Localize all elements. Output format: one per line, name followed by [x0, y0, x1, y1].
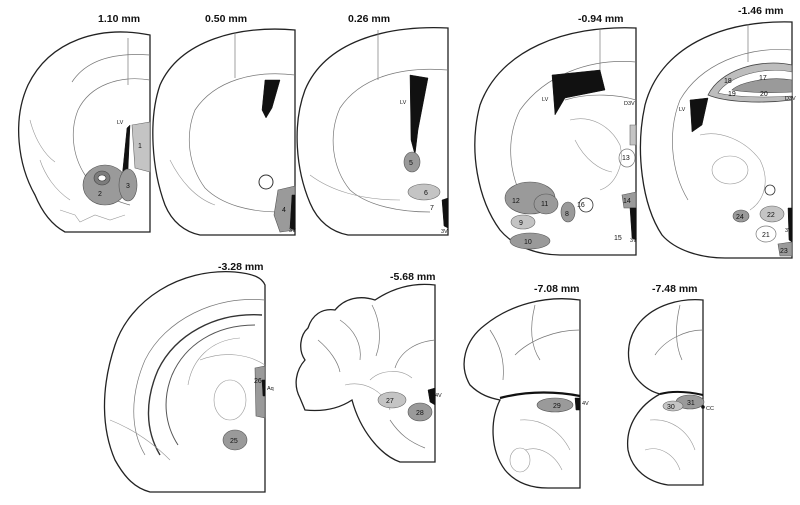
ventricle-label: 4V — [435, 393, 442, 399]
region-label: 26 — [254, 378, 262, 385]
ventricle-label: 3V — [289, 228, 296, 234]
region-label: 8 — [565, 211, 569, 218]
section-minus-7-08mm: -7.08 mm 4V 29 — [463, 283, 589, 489]
brain-outline — [152, 28, 296, 236]
section-level-label: -1.46 mm — [738, 5, 784, 17]
region-label: 24 — [736, 214, 744, 221]
region-label: 29 — [553, 403, 561, 410]
ventricle-label: D3V — [624, 101, 635, 107]
lateral-ventricle — [261, 79, 281, 119]
region-label: 19 — [728, 91, 736, 98]
brain-outline — [18, 31, 151, 233]
brain-outline — [296, 27, 449, 236]
ventricle-label: Aq — [267, 386, 274, 392]
region-label: 15 — [614, 235, 622, 242]
brain-outline — [103, 271, 266, 493]
ventricle-label: 3V — [441, 229, 448, 235]
region-label: 30 — [667, 404, 675, 411]
lateral-ventricle — [551, 69, 606, 116]
section-minus-7-48mm: -7.48 mm CC 30 31 — [626, 283, 714, 486]
region-label: 2 — [98, 191, 102, 198]
lateral-ventricle — [689, 97, 709, 133]
section-level-label: -0.94 mm — [578, 13, 624, 25]
region-label: 12 — [512, 198, 520, 205]
section-minus-0-94mm: -0.94 mm LV D3V 3V 8 9 10 11 12 13 14 15… — [474, 13, 637, 256]
region-label: 5 — [409, 160, 413, 167]
region-label: 31 — [687, 400, 695, 407]
lateral-ventricle — [409, 74, 429, 156]
section-level-label: -3.28 mm — [218, 261, 264, 273]
region-label: 13 — [622, 155, 630, 162]
section-level-label: 0.26 mm — [348, 13, 390, 25]
section-level-label: -7.48 mm — [652, 283, 698, 295]
region-label: 3 — [126, 183, 130, 190]
section-minus-1-46mm: -1.46 mm LV D3V 3V 17 18 19 20 21 22 23 … — [639, 5, 796, 259]
brain-outline — [295, 283, 436, 463]
ventricle-label: 3V — [630, 238, 637, 244]
ventricle-label: 3V — [785, 228, 792, 234]
section-minus-5-68mm: -5.68 mm 4V 27 28 — [295, 271, 442, 463]
region-label: 17 — [759, 75, 767, 82]
region-label: 18 — [724, 78, 732, 85]
region-label: 28 — [416, 410, 424, 417]
ventricle-label: LV — [117, 120, 124, 126]
section-0-50mm: 0.50 mm 3V 4 — [152, 13, 296, 236]
region-label: 6 — [424, 190, 428, 197]
section-level-label: 1.10 mm — [98, 13, 140, 25]
region-label: 4 — [282, 207, 286, 214]
section-1-10mm: 1.10 mm LV 1 2 3 — [18, 13, 151, 233]
brain-outline — [639, 21, 793, 259]
section-minus-3-28mm: -3.28 mm Aq 25 26 — [103, 261, 274, 493]
region-label: 25 — [230, 438, 238, 445]
region-label: 23 — [780, 248, 788, 255]
section-level-label: -5.68 mm — [390, 271, 436, 283]
ventricle-label: 4V — [582, 401, 589, 407]
region-label: 1 — [138, 143, 142, 150]
region-label: 16 — [577, 202, 585, 209]
region-label: 7 — [430, 205, 434, 212]
region-label: 10 — [524, 239, 532, 246]
ventricle-label: LV — [542, 97, 549, 103]
ventricle-label: LV — [679, 107, 686, 113]
section-level-label: 0.50 mm — [205, 13, 247, 25]
section-level-label: -7.08 mm — [534, 283, 580, 295]
region-label: 20 — [760, 91, 768, 98]
region-label: 14 — [623, 198, 631, 205]
ventricle-label: D3V — [785, 96, 796, 102]
region-label: 22 — [767, 212, 775, 219]
ventricle-label: CC — [706, 406, 714, 412]
region-label: 11 — [541, 201, 548, 208]
region-label: 21 — [762, 232, 770, 239]
section-0-26mm: 0.26 mm LV 3V 5 6 7 — [296, 13, 449, 236]
region-label: 9 — [519, 220, 523, 227]
region-label: 27 — [386, 398, 394, 405]
ventricle-label: LV — [400, 100, 407, 106]
